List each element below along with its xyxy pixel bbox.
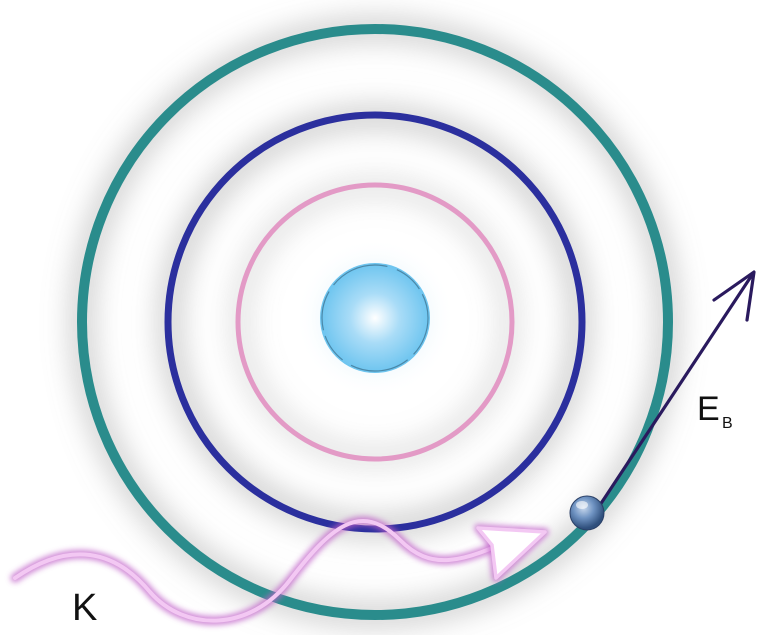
photon-wave [10,516,549,625]
binding-energy-subscript: B [722,415,733,432]
orbit-outer [77,24,673,620]
binding-energy-label: E [697,390,720,428]
photon-label: K [72,587,97,629]
electron-highlight [576,501,588,509]
ejection-arrow [596,270,756,510]
nucleus-rim [321,264,429,372]
nucleus [320,263,430,373]
orbit-inner [235,182,515,462]
orbit-middle [164,111,586,533]
electron [569,495,605,531]
